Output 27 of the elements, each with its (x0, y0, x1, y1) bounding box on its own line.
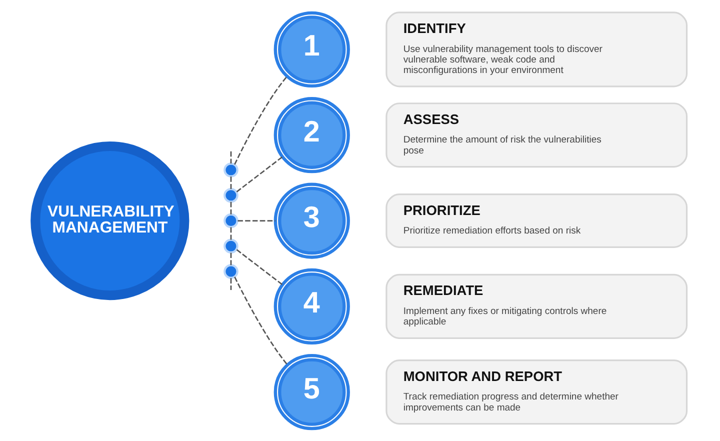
connector (230, 278, 232, 290)
node-box: ASSESS Determine the amount of risk the vulnerabilities pose (386, 102, 688, 168)
connector (238, 220, 276, 222)
connector (230, 176, 232, 190)
node-circle (224, 213, 238, 228)
node-circle (224, 264, 238, 279)
connector (230, 227, 232, 240)
node-circle: 3 (274, 182, 350, 259)
connector (236, 156, 283, 192)
connector (230, 252, 232, 266)
connector (236, 249, 283, 286)
node-circle (224, 188, 238, 203)
node-circle (224, 162, 238, 178)
node-circle (224, 238, 238, 254)
connector (234, 276, 288, 366)
node-circle: 5 (274, 354, 350, 430)
connector (234, 76, 288, 165)
node-box: REMEDIATE Implement any fixes or mitigating controls where applicable (386, 274, 688, 339)
node-box: IDENTIFY Use vulnerability management tools to discover vulnerable software, weak code and misconfigurations in your environment (386, 12, 688, 88)
node-box: PRIORITIZE Prioritize remediation efforts based on risk (386, 194, 688, 248)
node-circle: 4 (274, 268, 350, 344)
node-box: MONITOR AND REPORT Track remediation progress and determine whether improvements can be made (386, 360, 688, 425)
node-circle: 2 (274, 97, 350, 174)
connector (230, 151, 232, 164)
node-circle: VULNERABILITY MANAGEMENT (30, 141, 190, 300)
connector (230, 202, 232, 214)
node-circle: 1 (274, 11, 350, 88)
